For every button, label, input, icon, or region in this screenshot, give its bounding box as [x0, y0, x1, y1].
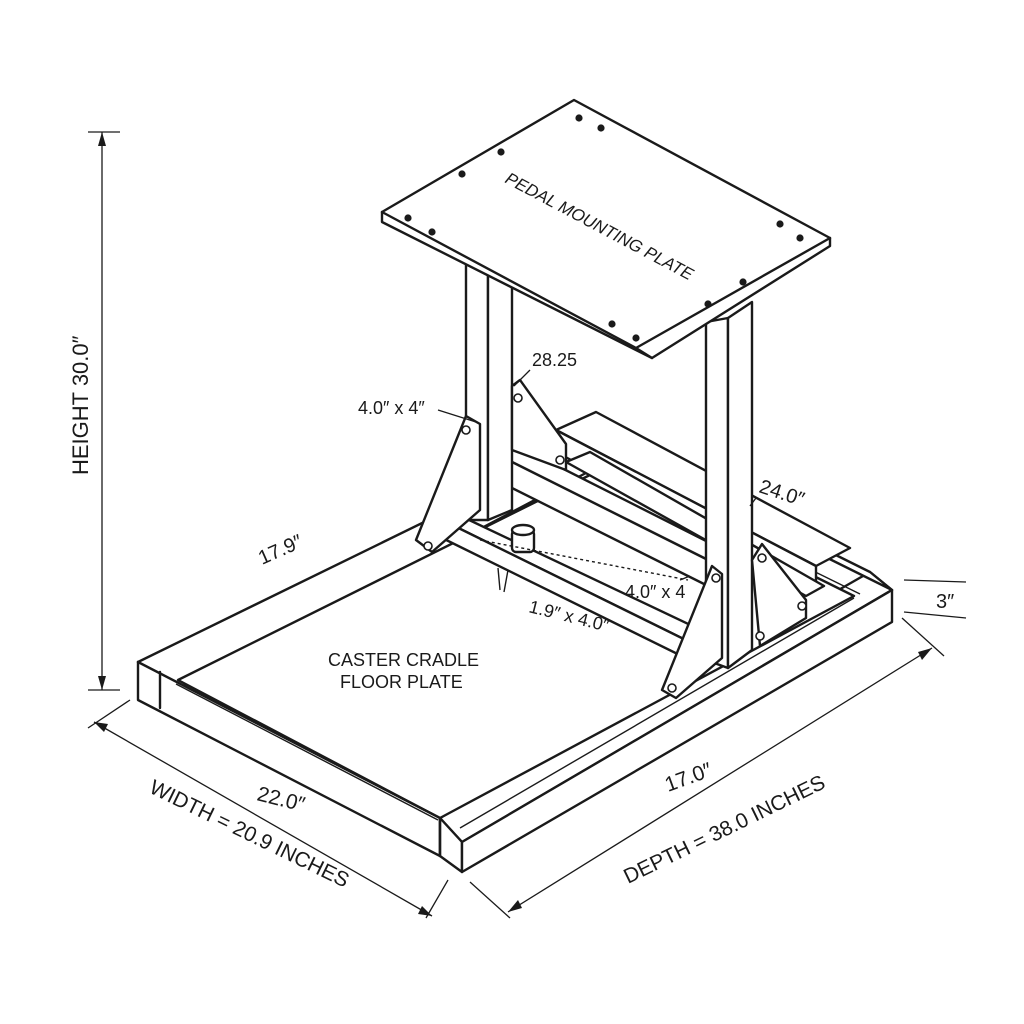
pedal-mounting-plate [380, 98, 832, 360]
dim-17-0: 17.0″ [662, 758, 716, 796]
dim-3-inch: 3″ [936, 591, 954, 613]
dim-bracket-low: 4.0″ x 4 [625, 582, 685, 602]
dim-22-0: 22.0″ [255, 783, 308, 817]
dim-bracket-top: 4.0″ x 4″ [358, 398, 425, 418]
depth-label: DEPTH = 38.0 INCHES [620, 771, 829, 889]
floor-plate-label-line1: CASTER CRADLE [328, 650, 479, 670]
floor-plate-label-line2: FLOOR PLATE [340, 672, 463, 692]
frame-uprights [414, 260, 808, 700]
dim-17-9: 17.9″ [255, 531, 306, 570]
height-dimension [88, 131, 120, 691]
dim-28-25: 28.25 [532, 350, 577, 370]
height-label: HEIGHT 30.0″ [68, 335, 93, 475]
dimension-leaders [87, 369, 967, 919]
mounting-holes [404, 114, 804, 342]
